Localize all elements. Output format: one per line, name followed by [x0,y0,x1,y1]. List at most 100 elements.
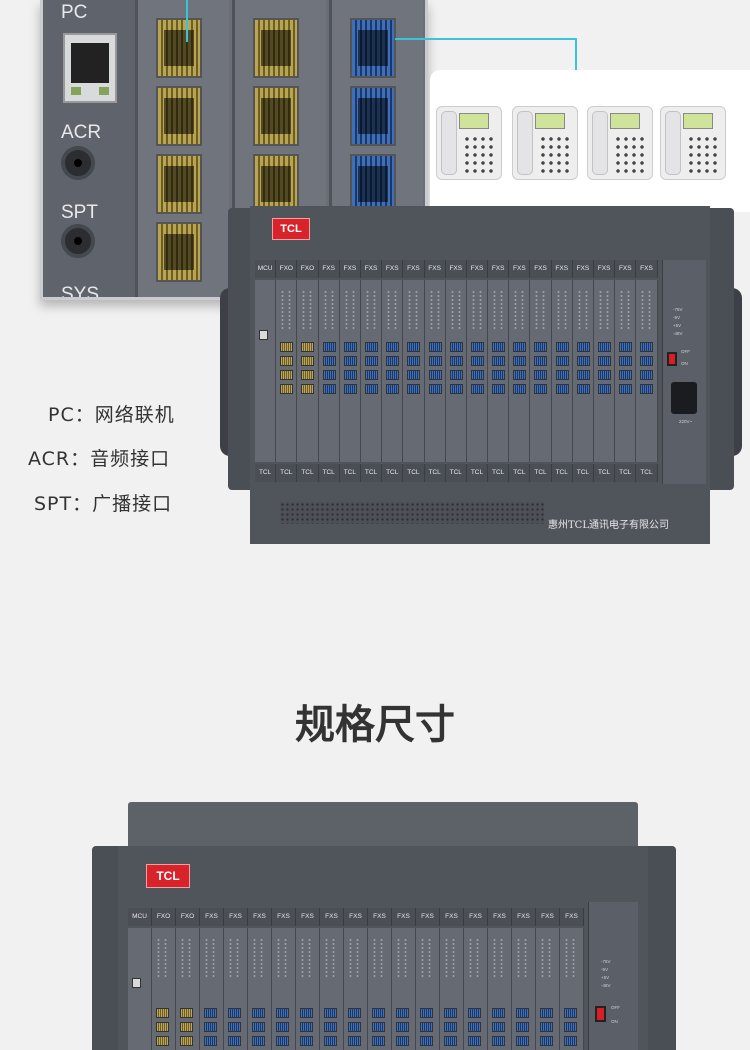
power-socket-icon [671,382,697,414]
led-array [321,290,336,330]
rj45-port-icon [564,1008,577,1018]
bottom-label: TCL [530,464,552,482]
slot-label: FXS [530,260,552,278]
rj45-port-icon [428,342,442,352]
rj45-port-icon [348,1022,361,1032]
slot-label: FXS [248,908,272,926]
power-switch-icon[interactable] [595,1006,606,1022]
rj45-port-icon [444,1036,457,1046]
slot-label: FXS [572,260,594,278]
switch-off-label: OFF [681,349,690,354]
rj45-port-icon [132,978,141,988]
rj45-port-icon [468,1022,481,1032]
rj45-port-icon [564,1036,577,1046]
rj45-port-icon [407,356,421,366]
led-array [512,290,527,330]
vent-grille [280,502,544,524]
rj45-port-icon [324,1022,337,1032]
spt-label: SPT [61,202,98,223]
rj45-port-icon [343,342,357,352]
desk-phone-icon [436,106,502,180]
rj45-port-icon [180,1008,193,1018]
rj45-port-icon [598,342,611,352]
rj45-port-icon [540,1008,553,1018]
rj45-port-icon [619,356,633,366]
fxs-card [272,928,296,1050]
phones-strip [430,70,750,212]
power-switch-icon[interactable] [667,352,677,366]
card-row [128,928,584,1050]
rj45-port-icon [350,18,396,78]
fxo-card [176,928,200,1050]
rj45-port-icon [324,1008,337,1018]
desk-phone-icon [660,106,726,180]
rj45-port-icon [386,384,400,394]
rj45-port-icon [364,384,378,394]
rj45-port-icon [386,356,400,366]
led-array [533,290,548,330]
led-array [371,938,385,978]
fxo-card [276,280,298,462]
rj45-port-icon [534,384,548,394]
desk-phone-icon [512,106,578,180]
led-array [395,938,409,978]
rj45-port-icon [372,1036,385,1046]
slot-label: FXO [276,260,298,278]
rj45-port-icon [640,342,654,352]
fxs-card [339,280,361,462]
rj45-port-icon [576,356,590,366]
rj45-port-icon [468,1036,481,1046]
power-module: -75V-5V+5V-48V OFF ON 220V~ [662,260,706,484]
manufacturer-label: 惠州TCL通讯电子有限公司 [548,520,669,531]
rj45-port-icon [322,342,336,352]
bottom-label: TCL [297,464,319,482]
slot-label: FXS [536,908,560,926]
voltage-label: 220V~ [679,419,693,424]
slot-label: FXS [360,260,383,278]
rj45-port-icon [619,342,633,352]
rj45-port-icon [156,1008,169,1018]
legend-item: SPT：广播接口 [34,493,173,515]
rj45-port-icon [598,356,611,366]
rj45-port-icon [228,1036,241,1046]
rj45-port-icon [259,330,268,340]
slot-label: FXS [200,908,224,926]
switch-on-label: ON [611,1019,618,1024]
fxs-card [416,928,440,1050]
led-array [427,290,442,330]
rj45-port-icon [280,356,294,366]
rj45-port-icon [322,370,336,380]
desk-phone-icon [587,106,653,180]
slot-label: FXS [636,260,658,278]
rj45-port-icon [276,1008,289,1018]
led-array [639,290,654,330]
rj45-port-icon [428,384,442,394]
rj45-port-icon [280,342,294,352]
led-array [275,938,289,978]
rj45-port-icon [492,342,506,352]
led-array [563,938,577,978]
rj45-port-icon [444,1008,457,1018]
slot-label: FXS [318,260,340,278]
rj45-port-icon [156,1036,169,1046]
led-array [299,938,313,978]
rj45-port-icon [534,370,548,380]
rj45-port-icon [180,1022,193,1032]
rj45-port-icon [492,370,506,380]
rj45-port-icon [348,1008,361,1018]
rj45-port-icon [492,384,506,394]
rj45-port-icon [598,370,611,380]
slot-label: FXS [560,908,584,926]
led-array [467,938,481,978]
rj45-port-icon [444,1022,457,1032]
slot-label: FXS [551,260,573,278]
led-array [491,290,506,330]
rj45-port-icon [63,33,117,103]
acr-label: ACR [61,122,102,143]
fxs-card [488,280,510,462]
rj45-port-icon [396,1008,409,1018]
fxs-card [512,928,536,1050]
fxs-card [392,928,416,1050]
rj45-port-icon [492,1036,505,1046]
